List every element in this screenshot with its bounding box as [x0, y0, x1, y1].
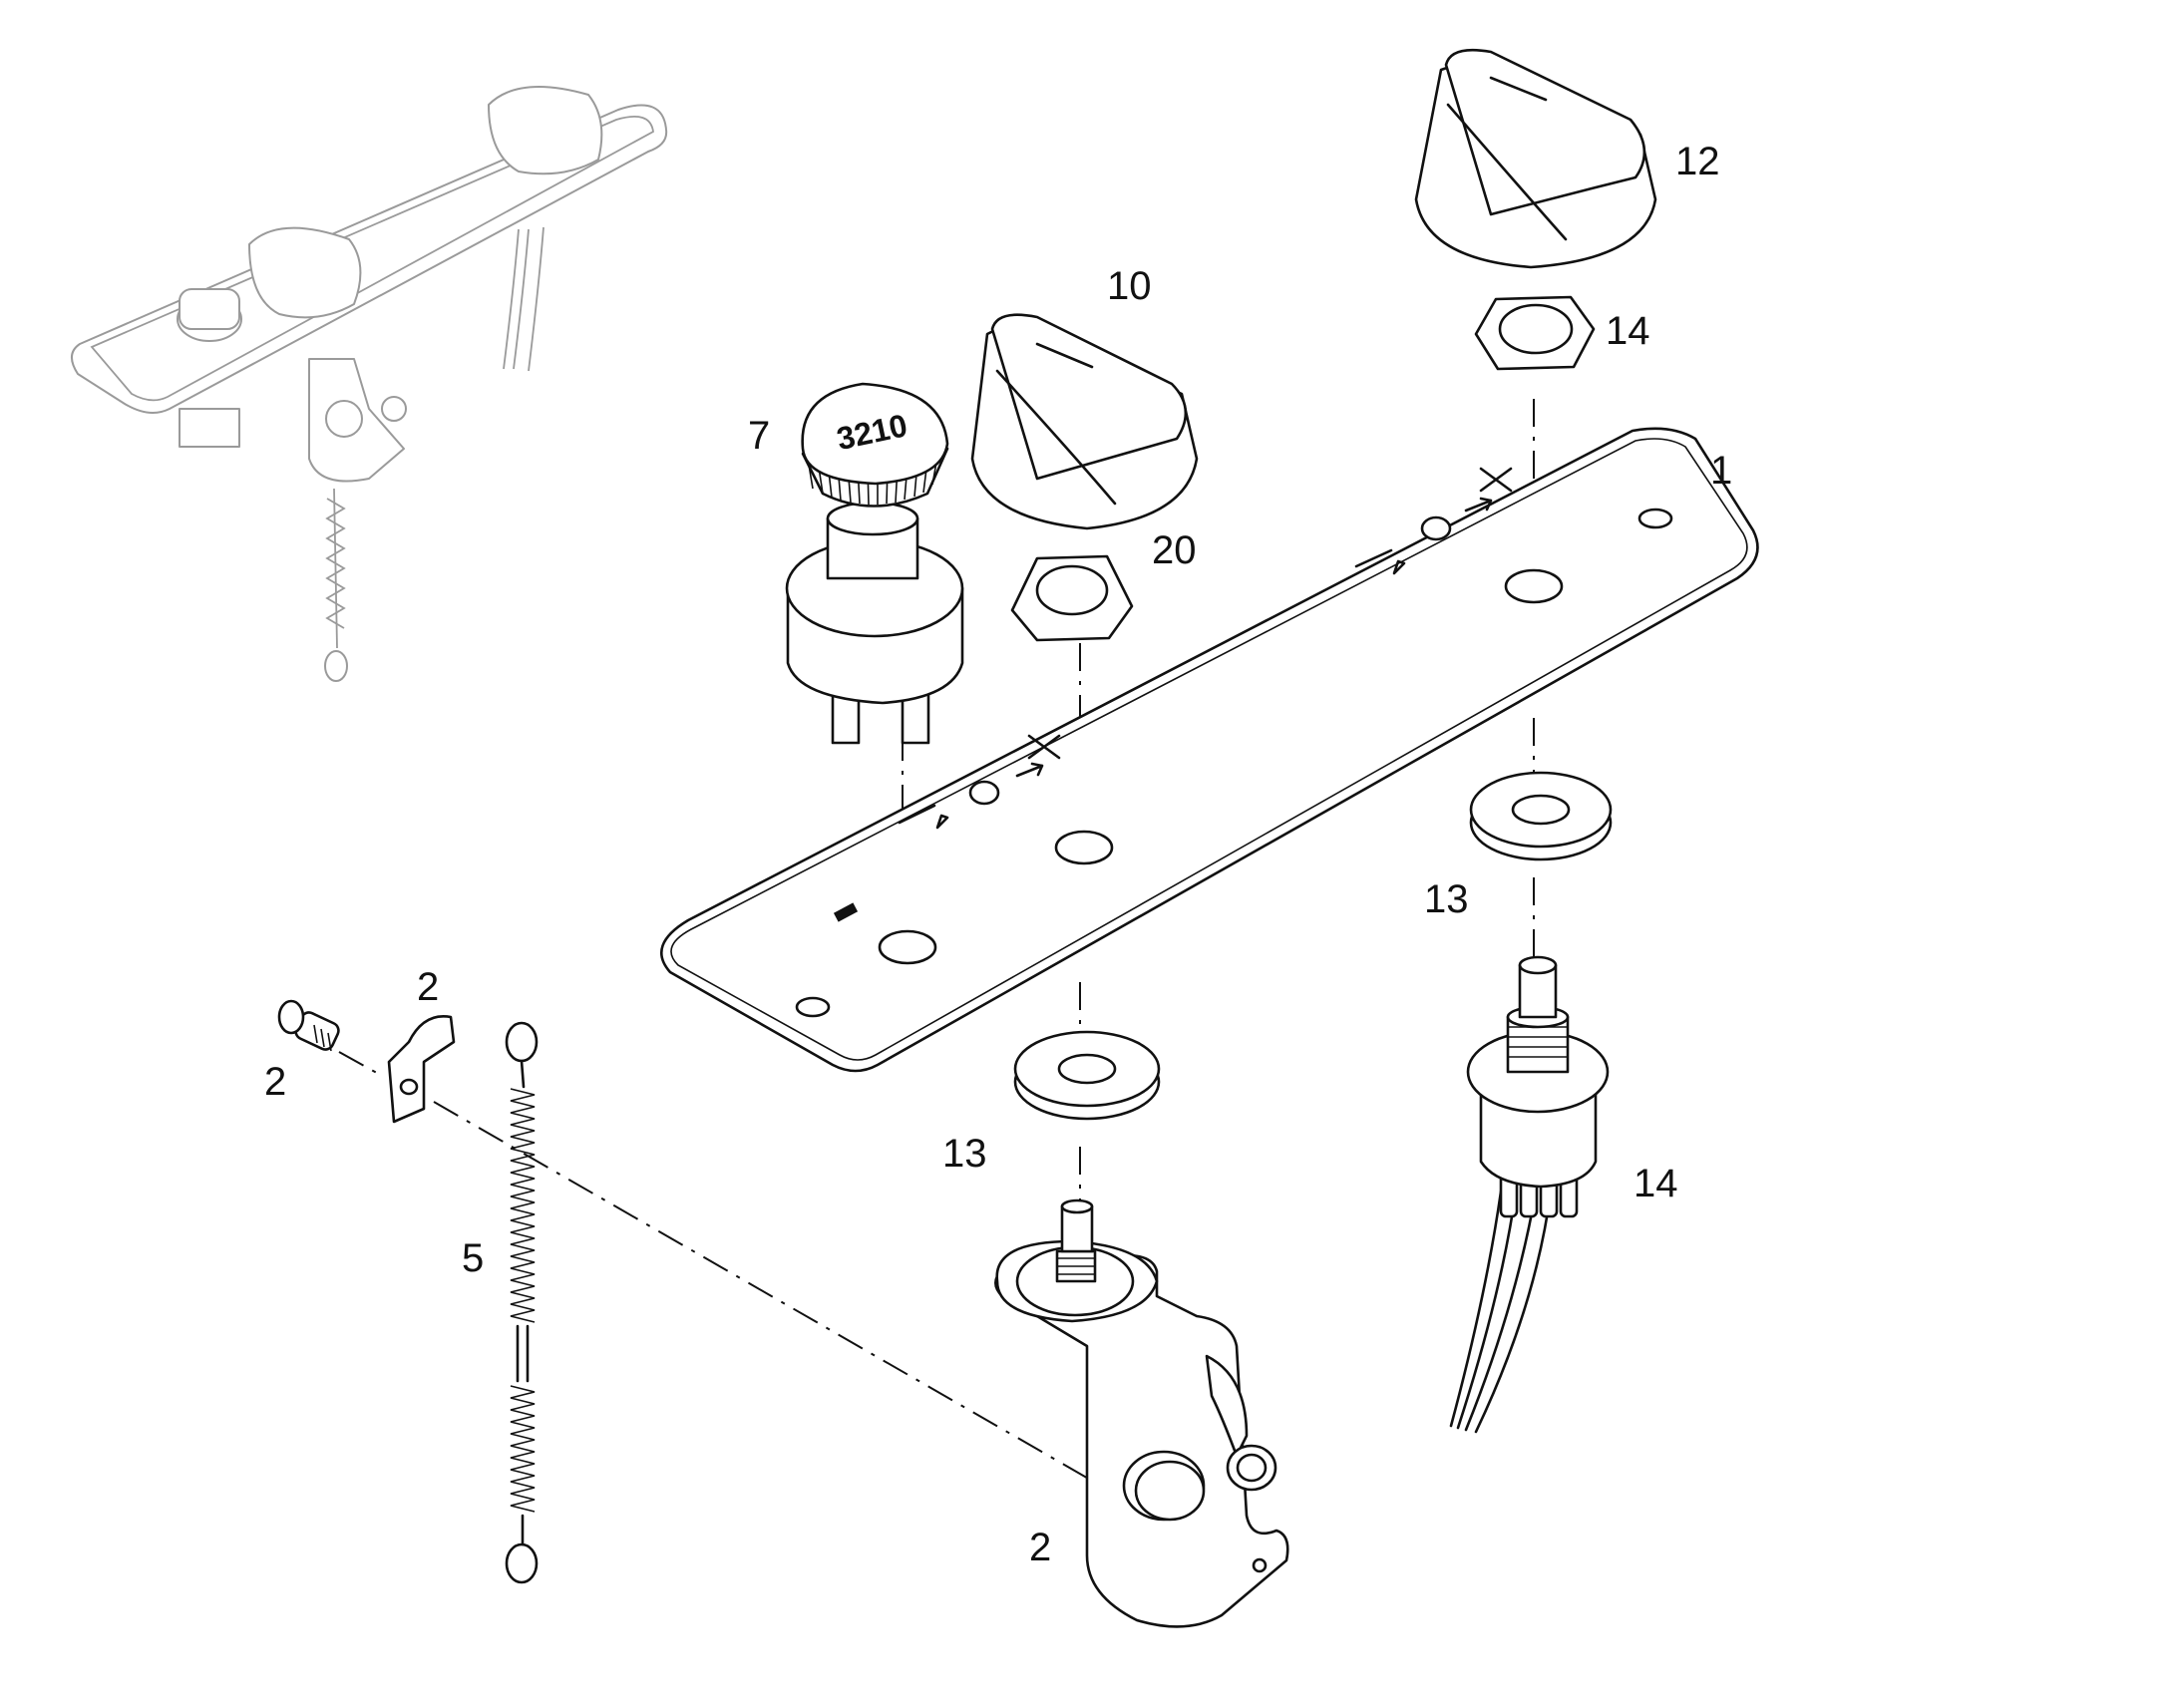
callout-2-bracket: 2 [1029, 1526, 1051, 1569]
callout-13-left: 13 [942, 1132, 987, 1176]
clip [387, 1014, 456, 1124]
rotary-switch: 3210 [785, 382, 964, 745]
callout-1: 1 [1710, 449, 1732, 493]
hex-nut-14 [1474, 295, 1596, 371]
washer-13-right [1469, 771, 1613, 861]
push-switch-14 [1449, 955, 1610, 1434]
callout-7: 7 [748, 414, 770, 458]
tension-spring [505, 1021, 539, 1584]
knob-10 [970, 313, 1199, 530]
callout-2-screw: 2 [264, 1060, 286, 1104]
callout-2-clip: 2 [417, 965, 439, 1009]
hex-nut-20 [1010, 554, 1134, 642]
callout-14-nut: 14 [1606, 309, 1650, 353]
screw [277, 999, 340, 1052]
callout-20: 20 [1152, 528, 1197, 572]
callout-13-right: 13 [1424, 877, 1469, 921]
callout-10: 10 [1107, 264, 1152, 308]
panel-plate [660, 427, 1759, 1073]
overview-assembly [71, 86, 668, 682]
callout-labels: 1 2 2 2 5 7 10 12 13 13 14 14 20 [264, 140, 1732, 1569]
washer-13-left [1013, 1030, 1161, 1121]
callout-5: 5 [462, 1236, 484, 1280]
callout-14-switch: 14 [1634, 1162, 1678, 1205]
bracket [994, 1198, 1289, 1628]
knob-12 [1414, 48, 1657, 269]
callout-12: 12 [1675, 140, 1720, 183]
